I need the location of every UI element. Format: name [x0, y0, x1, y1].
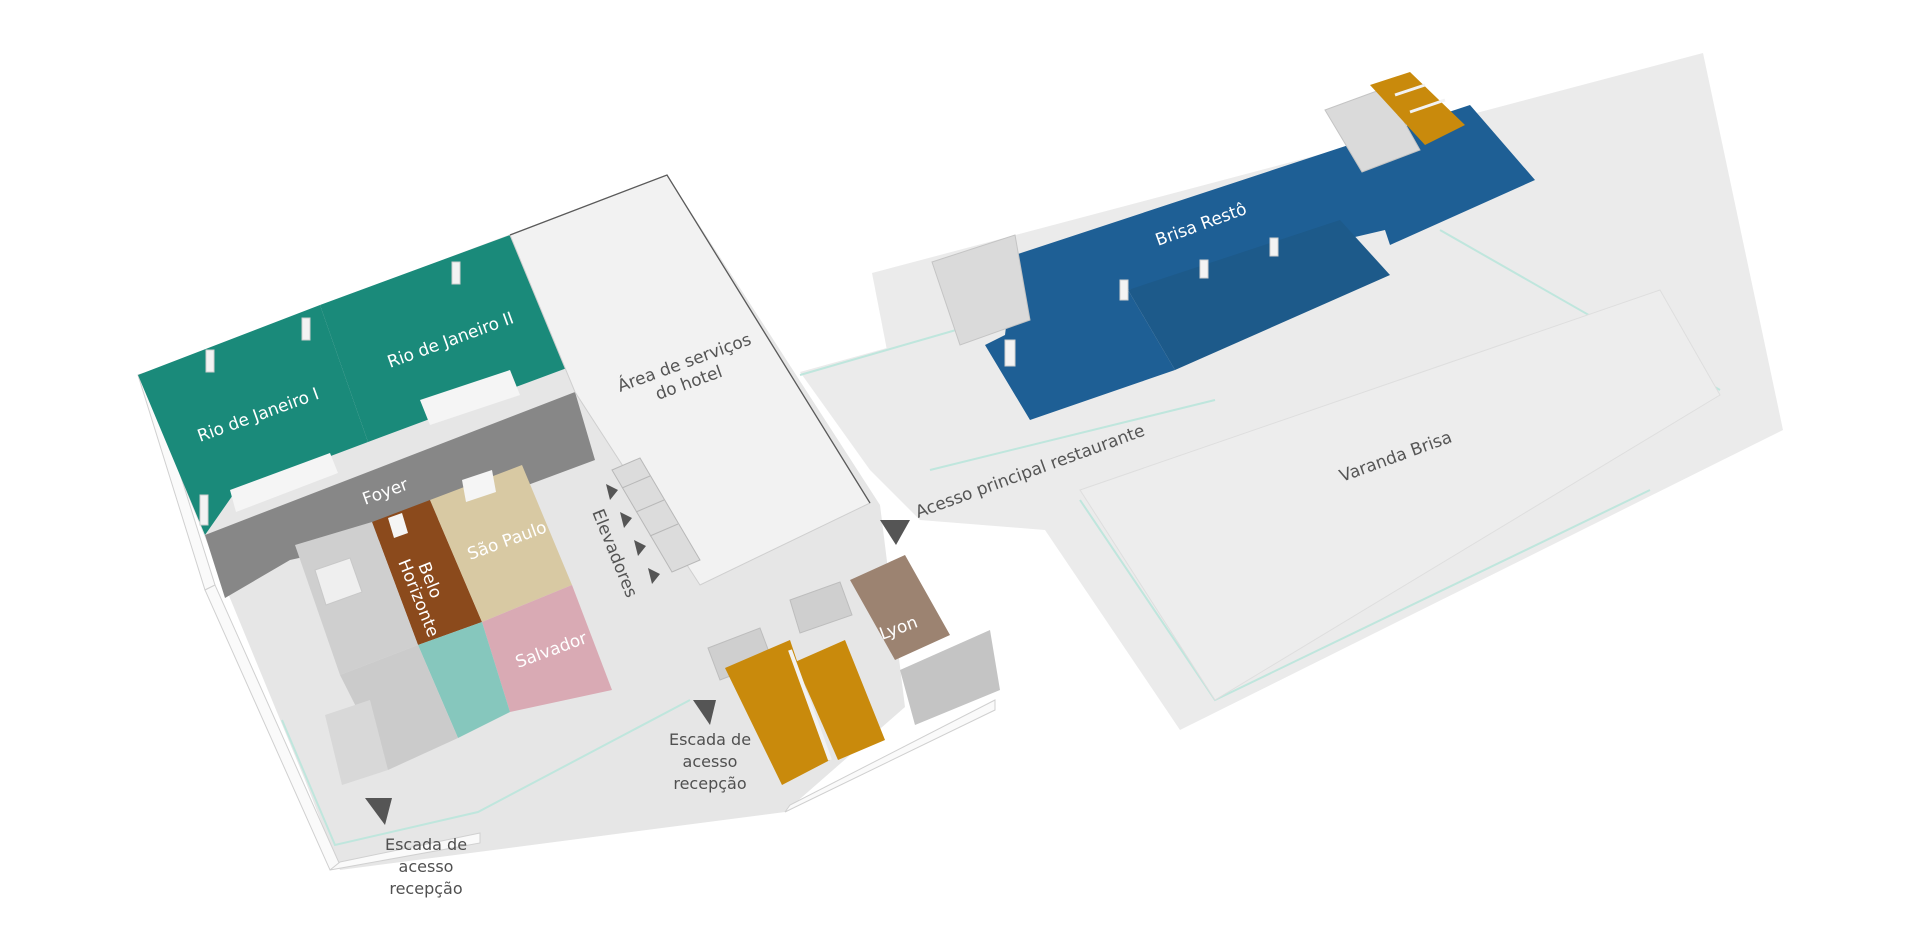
room-amber-lower[interactable] — [725, 640, 885, 785]
resto-pillars — [1004, 237, 1279, 367]
room-belo-horizonte[interactable] — [372, 500, 482, 645]
room-brisa-resto[interactable] — [985, 105, 1535, 420]
area-servicos-hotel[interactable] — [509, 174, 871, 586]
elevators-block[interactable] — [611, 457, 701, 573]
wall-pillars — [199, 261, 461, 526]
room-rio-de-janeiro-i[interactable] — [138, 305, 368, 535]
stairs-label-line: recepção — [673, 774, 746, 793]
room-salvador[interactable] — [482, 585, 612, 712]
room-amber-upper[interactable] — [1370, 72, 1465, 145]
stairs-label-line: acesso — [399, 857, 454, 876]
stairs-label-line: Escada de — [385, 835, 467, 854]
stairs-label-lower-left: Escada de acesso recepção — [385, 835, 467, 898]
area-varanda-brisa[interactable] — [1079, 289, 1721, 701]
room-storage-mint[interactable] — [418, 622, 510, 738]
room-lyon[interactable] — [850, 555, 950, 660]
room-rio-de-janeiro-ii[interactable] — [320, 235, 575, 442]
stairs-label-line: acesso — [683, 752, 738, 771]
stairs-label-lower-center: Escada de acesso recepção — [669, 730, 751, 793]
outer-walls — [137, 371, 996, 871]
stairs-arrow-icon — [365, 520, 910, 825]
stairs-label-line: recepção — [389, 879, 462, 898]
room-sao-paulo[interactable] — [430, 465, 572, 622]
elevator-arrows — [606, 484, 660, 584]
room-lower-cluster-gray — [707, 581, 1000, 725]
room-utility-left — [295, 522, 458, 785]
stairs-label-line: Escada de — [669, 730, 751, 749]
